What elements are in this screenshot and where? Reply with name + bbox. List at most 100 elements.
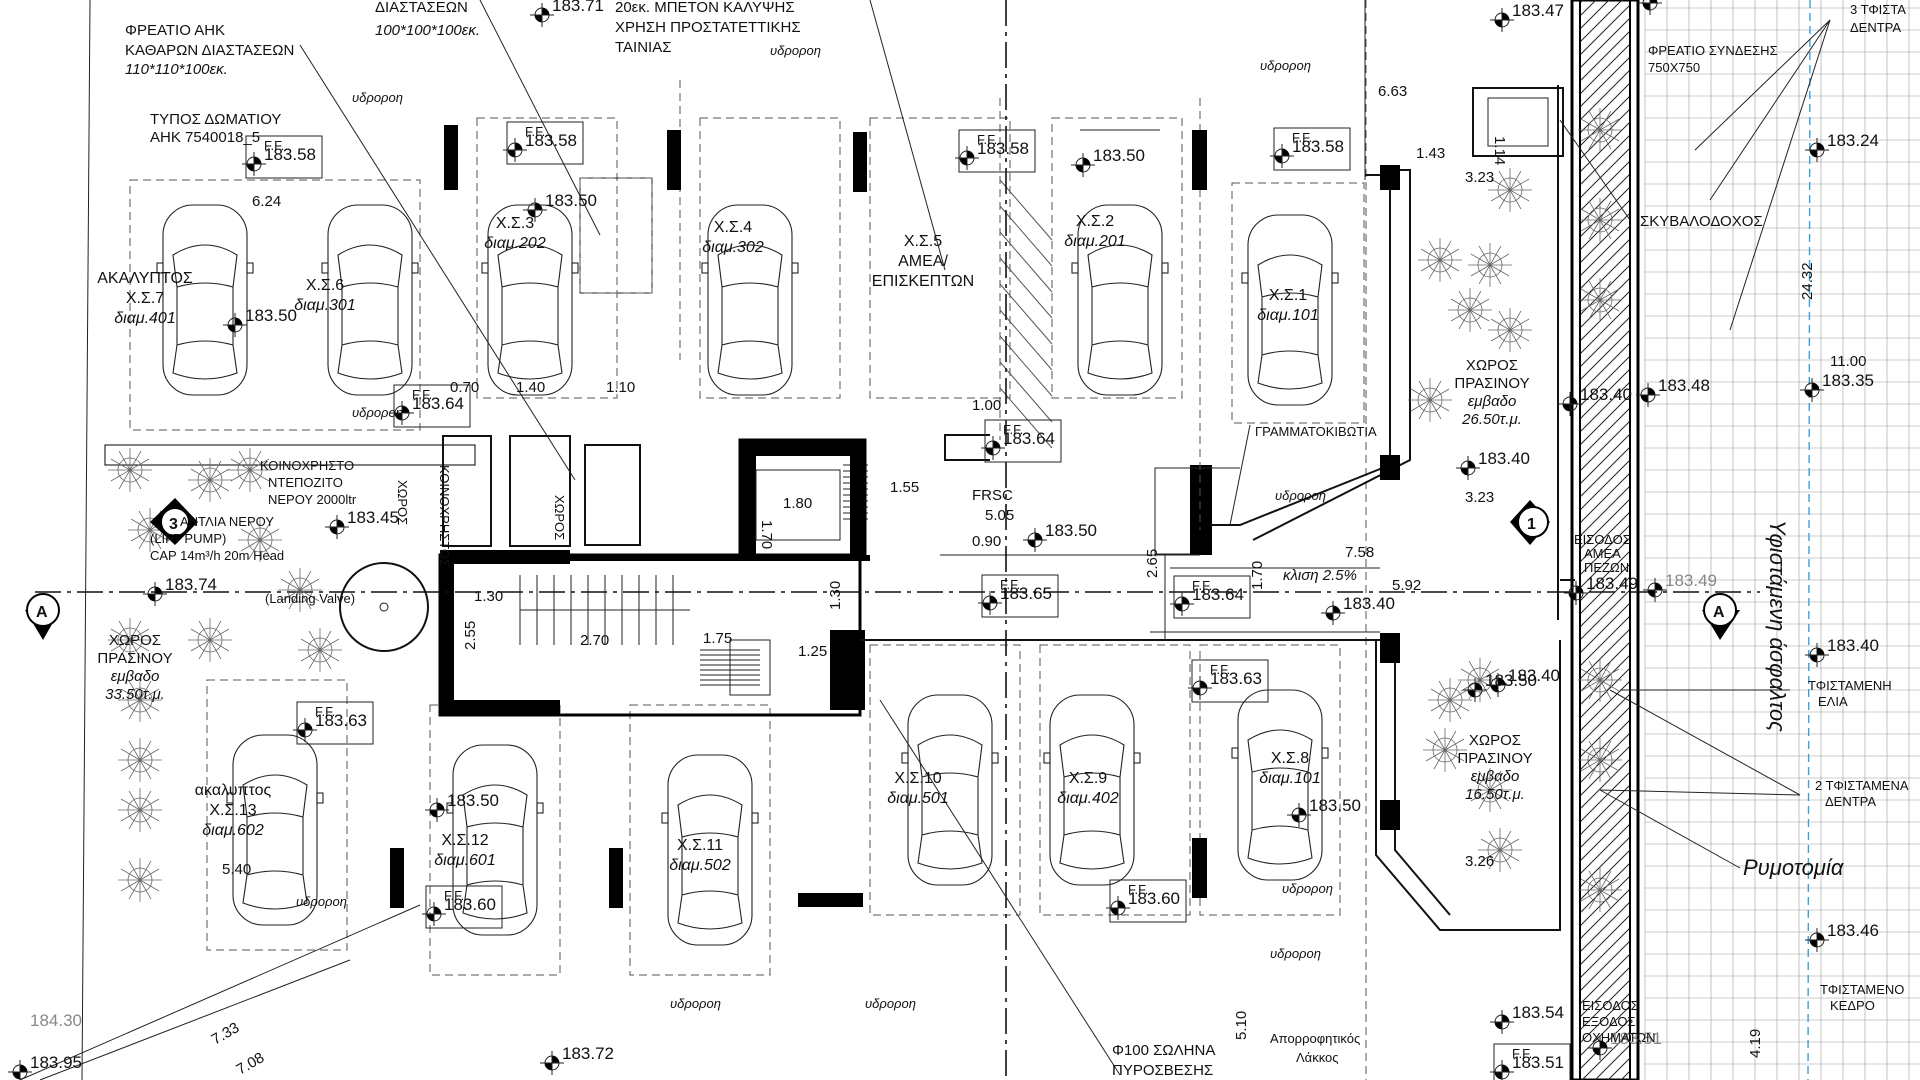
dimension-value: 3.23 [1465,169,1494,186]
concrete-note-l3: ΤΑΙΝΙΑΣ [615,39,672,56]
cedar-l1: ΤΦΙΣΤΑΜΕΝΟ [1820,982,1904,997]
parking-label-car6: διαμ.301 [294,297,355,314]
water-tank [339,562,429,652]
parking-label-car7: ΑΚΑΛΥΠΤΟΣ [97,270,193,287]
dimension-value: 1.25 [798,643,827,660]
parking-label-car5: ΕΠΙΣΚΕΠΤΩΝ [872,273,974,290]
plant-symbol [1468,768,1512,812]
plant-symbol [298,628,342,672]
green-label-g2: 26.50τ.μ. [1461,411,1522,428]
car-outline [1231,689,1329,881]
entrance-walls [679,80,1575,931]
level-value: 183.49 [1586,574,1638,593]
dimension-value: 2.65 [1144,549,1161,578]
plant-symbol [188,458,232,502]
vehicle-entry-l2: ΕΞΟΔΟΣ [1582,1014,1636,1029]
level-marker: 183.48 [1636,376,1710,407]
car-outline [321,204,419,396]
level-marker: 183.40 [1456,449,1530,480]
dimension-value: 1.55 [890,479,919,496]
parking-label-car9: Χ.Σ.9 [1069,770,1107,787]
tank-l1: ΚΟΙΝΟΧΡΗΣΤΟ [260,458,354,473]
pump-l2: (LIFT PUMP) [150,531,226,546]
drain-label: υδρορoη [865,996,916,1011]
dimension-value: 1.00 [972,397,1001,414]
ff-label: F.F. [1192,578,1212,593]
ff-label: F.F. [444,888,464,903]
parking-label-car7: Χ.Σ.7 [126,290,164,307]
plant-symbol [1578,278,1622,322]
level-marker: F.F.183.64 [1170,575,1251,619]
columns [390,125,1207,908]
plant-symbol [1578,868,1622,912]
connection-manhole-l1: ΦΡΕΑΤΙΟ ΣΥΝΔΕΣΗΣ [1648,43,1778,58]
level-marker: 183.50 [1287,796,1361,827]
parking-label-car7: διαμ.401 [114,310,175,327]
road-edge-line [1807,0,1811,1080]
green-label-g1: 33.50τ.μ. [105,686,165,703]
ff-label: F.F. [1512,1046,1532,1061]
green-label-g2: εμβαδο [1468,393,1517,410]
green-label-g2: ΧΩΡΟΣ [1466,357,1518,374]
level-value: 183.60 [1128,889,1180,908]
level-value: 183.40 [1508,666,1560,685]
level-value: 183.48 [1658,376,1710,395]
plant-symbol [278,568,322,612]
level-marker: F.F.183.65 [978,574,1059,618]
level-value: 183.35 [1822,371,1874,390]
level-marker: F.F.183.60 [1106,879,1187,923]
manhole-note-l3: 110*110*100εκ. [125,61,228,78]
level-value: 183.50 [245,306,297,325]
level-value: 184.30 [30,1011,82,1030]
landscape-plants [108,108,1622,912]
olive-l2: ΕΛΙΑ [1818,694,1848,709]
green-label-g3: ΠΡΑΣΙΝΟΥ [1457,750,1532,767]
level-marker: F.F.183.58 [955,129,1036,173]
drain-label: υδρορoη [670,996,721,1011]
parking-label-car10: διαμ.501 [887,790,948,807]
marker-3: 3 [150,498,198,545]
dimension-value: 0.70 [450,379,479,396]
level-marker: 183.35 [1800,371,1874,402]
parking-label-car1: Χ.Σ.1 [1269,287,1307,304]
level-marker: 183.54 [1490,1003,1564,1034]
level-markers: 183.71183.47183.47F.F.183.58F.F.183.5818… [8,0,1879,1080]
level-marker: 183.51 [1588,1029,1662,1060]
level-value: 183.50 [1045,521,1097,540]
level-value: 183.65 [1000,584,1052,603]
section-marker-left: Α [25,593,60,640]
drain-label: υδρορoη [352,90,403,105]
level-value: 183.45 [347,508,399,527]
dimension-value: 5.40 [222,861,251,878]
dimension-value: 1.30 [474,588,503,605]
slope-label: κλιση 2.5% [1283,567,1357,584]
concrete-note-l1: 20εκ. ΜΠΕΤΟΝ ΚΑΛΥΨΗΣ [615,0,795,16]
car-outline [701,204,799,396]
parking-label-car13: ακαλυπτος [195,782,272,799]
drain-label: υδρορoη [1270,946,1321,961]
plant-symbol [1428,678,1472,722]
vehicle-entry-l1: ΕΙΣΟΔΟΣ [1582,998,1639,1013]
plant-symbol [1448,288,1492,332]
section-marker-left-label: Α [36,604,48,621]
ff-label: F.F. [1003,422,1023,437]
soakaway-l1: Απορροφητικός [1270,1031,1360,1046]
dimension-value: 11.00 [1830,353,1866,370]
road-label: Υφιστάμενη άσφαλτος [1765,520,1790,732]
level-marker: F.F.183.58 [242,135,323,179]
level-marker: F.F.183.64 [981,419,1062,463]
level-marker: 183.45 [325,508,399,539]
section-marker-right-label: Α [1713,604,1725,621]
ff-label: F.F. [1000,577,1020,592]
dimension-value: 5.10 [1233,1011,1250,1040]
marker-3-label: 3 [169,516,178,533]
service-rooms [442,177,653,547]
entrance-disabled-l2: ΑΜΕΑ [1584,546,1621,561]
level-marker: 183.49 [1564,574,1638,605]
level-value: 183.64 [412,394,464,413]
car-outline [226,734,324,926]
dimension-value: 1.30 [827,581,844,610]
plant-symbol [108,618,152,662]
